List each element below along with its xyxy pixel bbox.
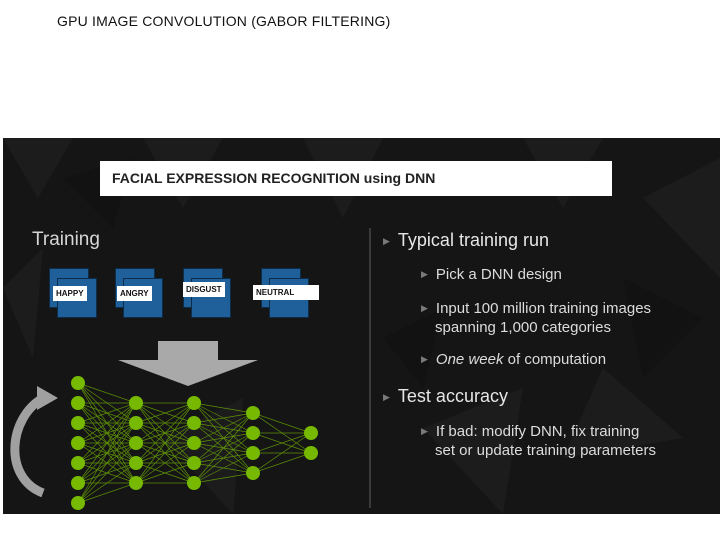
training-label: Training (32, 229, 100, 250)
network-node (246, 446, 260, 460)
network-node (71, 476, 85, 490)
slide-image: FACIAL EXPRESSION RECOGNITION using DNN … (3, 138, 720, 514)
network-edge (135, 442, 195, 484)
network-edge (77, 482, 137, 504)
network-node (71, 436, 85, 450)
network-edge (77, 402, 137, 504)
bullet-pick-design: ▶Pick a DNN design (421, 266, 562, 283)
network-edge (193, 432, 254, 484)
network-edge (77, 382, 137, 404)
bullet-triangle-icon: ▶ (383, 392, 390, 402)
network-node (71, 496, 85, 510)
column-divider (369, 228, 371, 508)
network-edge (77, 402, 137, 444)
network-edge (252, 412, 312, 434)
network-edge (193, 472, 254, 484)
expression-label: HAPPY (53, 286, 87, 301)
network-node (129, 436, 143, 450)
network-node (187, 436, 201, 450)
slide-banner: FACIAL EXPRESSION RECOGNITION using DNN (100, 161, 612, 196)
page-title: GPU IMAGE CONVOLUTION (GABOR FILTERING) (57, 13, 391, 29)
bullet-triangle-icon: ▶ (421, 269, 428, 279)
network-node (71, 416, 85, 430)
bullet-if-bad: ▶If bad: modify DNN, fix training set or… (421, 423, 656, 459)
network-edge (193, 412, 254, 484)
network-node (129, 396, 143, 410)
network-edge (193, 402, 254, 414)
network-edge (193, 412, 254, 424)
network-edge (77, 402, 137, 464)
recycle-arrow-icon (10, 394, 46, 498)
network-edge (135, 462, 195, 484)
network-edge (135, 422, 195, 484)
network-node (246, 466, 260, 480)
expression-label: DISGUST (183, 282, 225, 297)
bullet-one-week: ▶One week of computation (421, 351, 607, 368)
bullet-input-images: ▶Input 100 million training images spann… (421, 300, 652, 336)
network-edge (135, 402, 195, 424)
network-edge (135, 402, 195, 484)
network-node (71, 456, 85, 470)
network-node (187, 476, 201, 490)
network-edge (77, 442, 137, 504)
network-node (246, 406, 260, 420)
bullet-typical-run: ▶Typical training run (383, 230, 549, 250)
down-arrow-icon (118, 341, 258, 386)
expression-label: ANGRY (117, 286, 152, 301)
network-edge (77, 462, 137, 504)
network-edge (77, 422, 137, 504)
network-edge (135, 402, 195, 464)
network-edge (193, 452, 254, 484)
network-node (71, 396, 85, 410)
network-edge (252, 452, 312, 474)
network-edge (252, 432, 312, 474)
network-node (129, 456, 143, 470)
network-edge (252, 432, 312, 454)
bullet-triangle-icon: ▶ (383, 236, 390, 246)
network-edge (193, 412, 254, 464)
bullet-triangle-icon: ▶ (421, 303, 428, 313)
network-node (304, 446, 318, 460)
network-edge (193, 412, 254, 444)
network-edge (135, 402, 195, 444)
neural-network-diagram (10, 376, 318, 510)
network-edge (77, 402, 137, 424)
network-node (129, 416, 143, 430)
network-node (304, 426, 318, 440)
bullet-triangle-icon: ▶ (421, 426, 428, 436)
network-node (246, 426, 260, 440)
network-node (129, 476, 143, 490)
bullet-triangle-icon: ▶ (421, 354, 428, 364)
network-edge (77, 402, 137, 484)
expression-label: NEUTRAL (253, 285, 319, 300)
network-node (187, 456, 201, 470)
network-node (187, 416, 201, 430)
bullet-test-accuracy: ▶Test accuracy (383, 386, 508, 406)
network-node (71, 376, 85, 390)
banner-title: FACIAL EXPRESSION RECOGNITION using DNN (112, 170, 436, 186)
network-node (187, 396, 201, 410)
